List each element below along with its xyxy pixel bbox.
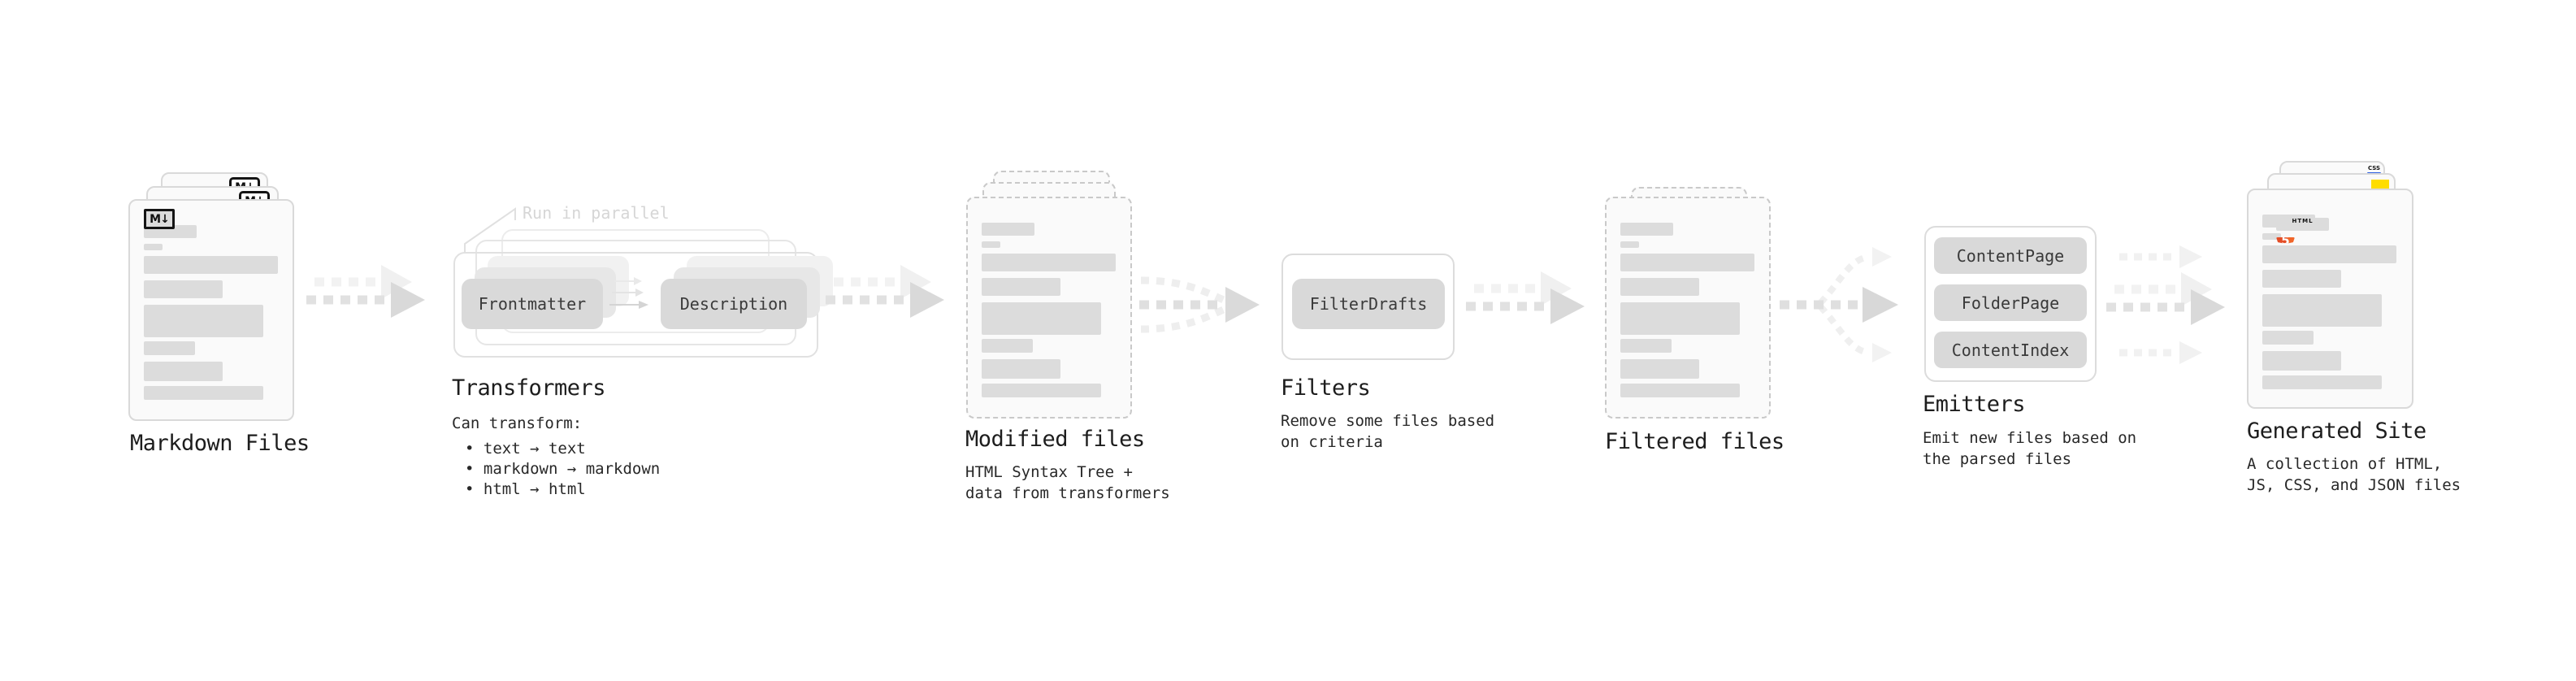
html5-badge-word: HTML bbox=[2276, 218, 2329, 231]
transform-bullet: • markdown → markdown bbox=[465, 460, 661, 478]
merge-arrow-icon bbox=[1139, 276, 1260, 333]
transformers-intro: Can transform: bbox=[452, 414, 583, 432]
run-in-parallel-annotation: Run in parallel bbox=[523, 203, 670, 223]
flow-arrow-icon bbox=[826, 265, 944, 318]
emitters-description: Emit new files based on the parsed files bbox=[1923, 427, 2136, 470]
description-line: JS, CSS, and JSON files bbox=[2247, 476, 2461, 494]
transform-bullet: • text → text bbox=[465, 440, 586, 458]
faint-arrow-icon bbox=[2119, 341, 2202, 364]
generated-page-front: HTML 5 bbox=[2247, 189, 2413, 409]
faint-arrow-icon bbox=[2119, 245, 2202, 268]
modified-files-label: Modified files bbox=[965, 427, 1145, 452]
description-pill: Description bbox=[661, 279, 807, 329]
parallel-arrows-icon bbox=[609, 277, 648, 309]
transformers-description: Can transform: • text → text • markdown … bbox=[452, 413, 660, 500]
js-badge-icon bbox=[2371, 180, 2389, 189]
transform-bullet: • html → html bbox=[465, 480, 586, 498]
callout-line bbox=[464, 207, 516, 254]
flow-arrow-icon bbox=[306, 265, 425, 318]
filters-label: Filters bbox=[1281, 375, 1371, 401]
description-line: the parsed files bbox=[1923, 450, 2072, 468]
emitters-label: Emitters bbox=[1923, 392, 2026, 417]
filterdrafts-pill: FilterDrafts bbox=[1292, 279, 1445, 329]
markdown-icon: M↓ bbox=[144, 209, 175, 229]
css-badge-label: CSS bbox=[2367, 165, 2381, 171]
description-line: A collection of HTML, bbox=[2247, 455, 2443, 473]
filtered-file-page-front bbox=[1605, 197, 1771, 419]
modified-files-description: HTML Syntax Tree + data from transformer… bbox=[965, 462, 1170, 504]
flow-arrow-icon bbox=[1466, 271, 1585, 324]
frontmatter-pill: Frontmatter bbox=[462, 279, 603, 329]
description-line: Emit new files based on bbox=[1923, 429, 2137, 447]
markdown-files-label: Markdown Files bbox=[130, 431, 310, 456]
transformers-label: Transformers bbox=[452, 375, 606, 401]
description-line: on criteria bbox=[1281, 433, 1383, 451]
modified-file-page-front bbox=[966, 197, 1132, 419]
description-line: data from transformers bbox=[965, 484, 1170, 502]
filtered-files-label: Filtered files bbox=[1605, 429, 1785, 454]
html5-number: 5 bbox=[2281, 233, 2290, 248]
split-arrow-icon bbox=[1780, 247, 1898, 362]
folderpage-pill: FolderPage bbox=[1934, 284, 2087, 321]
markdown-file-page-front: M↓ bbox=[128, 199, 294, 421]
html5-shield: 5 bbox=[2276, 237, 2295, 244]
description-line: Remove some files based bbox=[1281, 412, 1495, 430]
generated-site-label: Generated Site bbox=[2247, 419, 2426, 444]
filters-description: Remove some files based on criteria bbox=[1281, 410, 1494, 453]
description-line: HTML Syntax Tree + bbox=[965, 463, 1133, 481]
generated-site-description: A collection of HTML, JS, CSS, and JSON … bbox=[2247, 453, 2461, 496]
flow-arrow-icon bbox=[2106, 272, 2225, 325]
contentindex-pill: ContentIndex bbox=[1934, 332, 2087, 368]
contentpage-pill: ContentPage bbox=[1934, 237, 2087, 274]
